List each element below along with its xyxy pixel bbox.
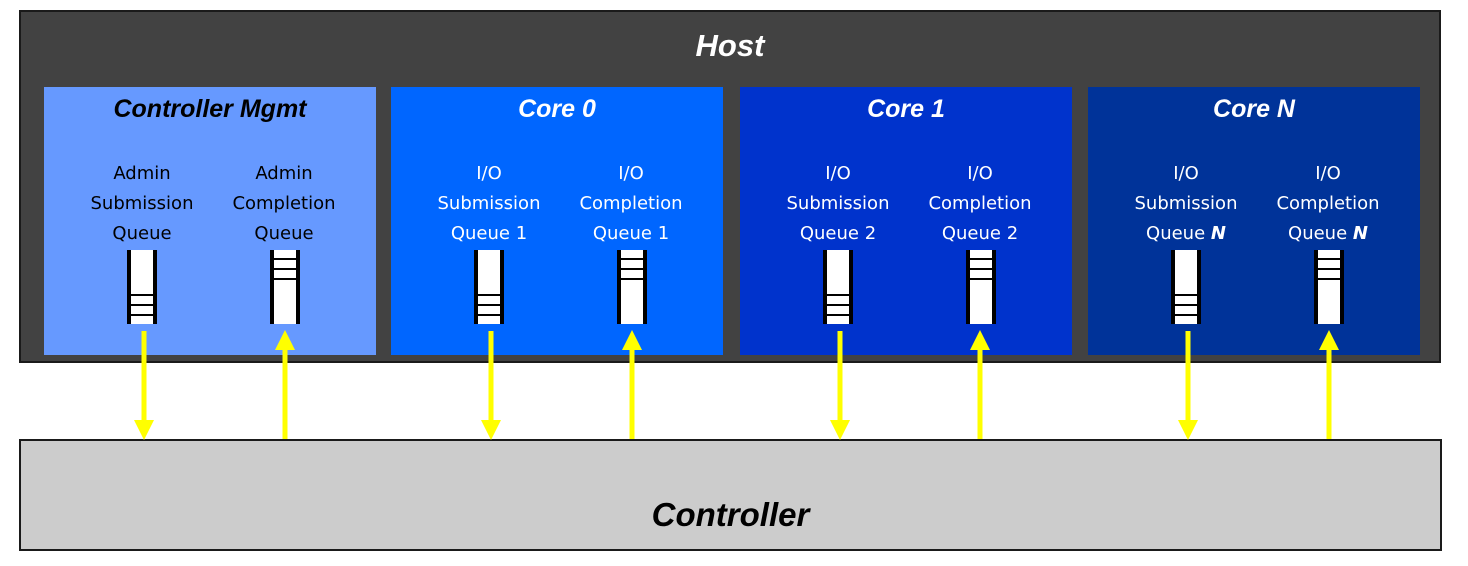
host-title: Host xyxy=(695,28,765,63)
queue-label: Admin Completion Queue xyxy=(232,163,336,244)
group-core-1: Core 1 I/O Submission Queue 2 I/O Comple… xyxy=(740,87,1072,355)
io-submission-queue-2: I/O Submission Queue 2 xyxy=(766,159,910,249)
group-title: Controller Mgmt xyxy=(113,95,307,123)
completion-queue-icon xyxy=(966,250,996,324)
submission-queue-icon xyxy=(127,250,157,324)
group-title: Core N xyxy=(1213,95,1295,123)
admin-submission-queue: Admin Submission Queue xyxy=(70,159,214,249)
queue-label: Admin Submission Queue xyxy=(90,163,194,244)
queue-label: I/O Submission Queue N xyxy=(1134,163,1238,244)
submission-queue-icon xyxy=(474,250,504,324)
queue-label: I/O Submission Queue 1 xyxy=(437,163,541,244)
completion-queue-icon xyxy=(617,250,647,324)
group-controller-mgmt: Controller Mgmt Admin Submission Queue A… xyxy=(44,87,376,355)
queue-label: I/O Completion Queue 2 xyxy=(928,163,1032,244)
completion-queue-icon xyxy=(270,250,300,324)
group-core-n: Core N I/O Submission Queue N I/O Comple… xyxy=(1088,87,1420,355)
queue-label: I/O Completion Queue N xyxy=(1276,163,1380,244)
submission-queue-icon xyxy=(823,250,853,324)
completion-queue-icon xyxy=(1314,250,1344,324)
io-submission-queue-n: I/O Submission Queue N xyxy=(1114,159,1258,249)
group-title: Core 1 xyxy=(867,95,945,123)
group-title: Core 0 xyxy=(518,95,596,123)
controller-box: Controller xyxy=(19,439,1442,551)
queue-label: I/O Submission Queue 2 xyxy=(786,163,890,244)
io-submission-queue-1: I/O Submission Queue 1 xyxy=(417,159,561,249)
io-completion-queue-n: I/O Completion Queue N xyxy=(1256,159,1400,249)
group-core-0: Core 0 I/O Submission Queue 1 I/O Comple… xyxy=(391,87,723,355)
admin-completion-queue: Admin Completion Queue xyxy=(212,159,356,249)
submission-queue-icon xyxy=(1171,250,1201,324)
io-completion-queue-2: I/O Completion Queue 2 xyxy=(908,159,1052,249)
io-completion-queue-1: I/O Completion Queue 1 xyxy=(559,159,703,249)
controller-title: Controller xyxy=(651,496,810,533)
queue-label: I/O Completion Queue 1 xyxy=(579,163,683,244)
